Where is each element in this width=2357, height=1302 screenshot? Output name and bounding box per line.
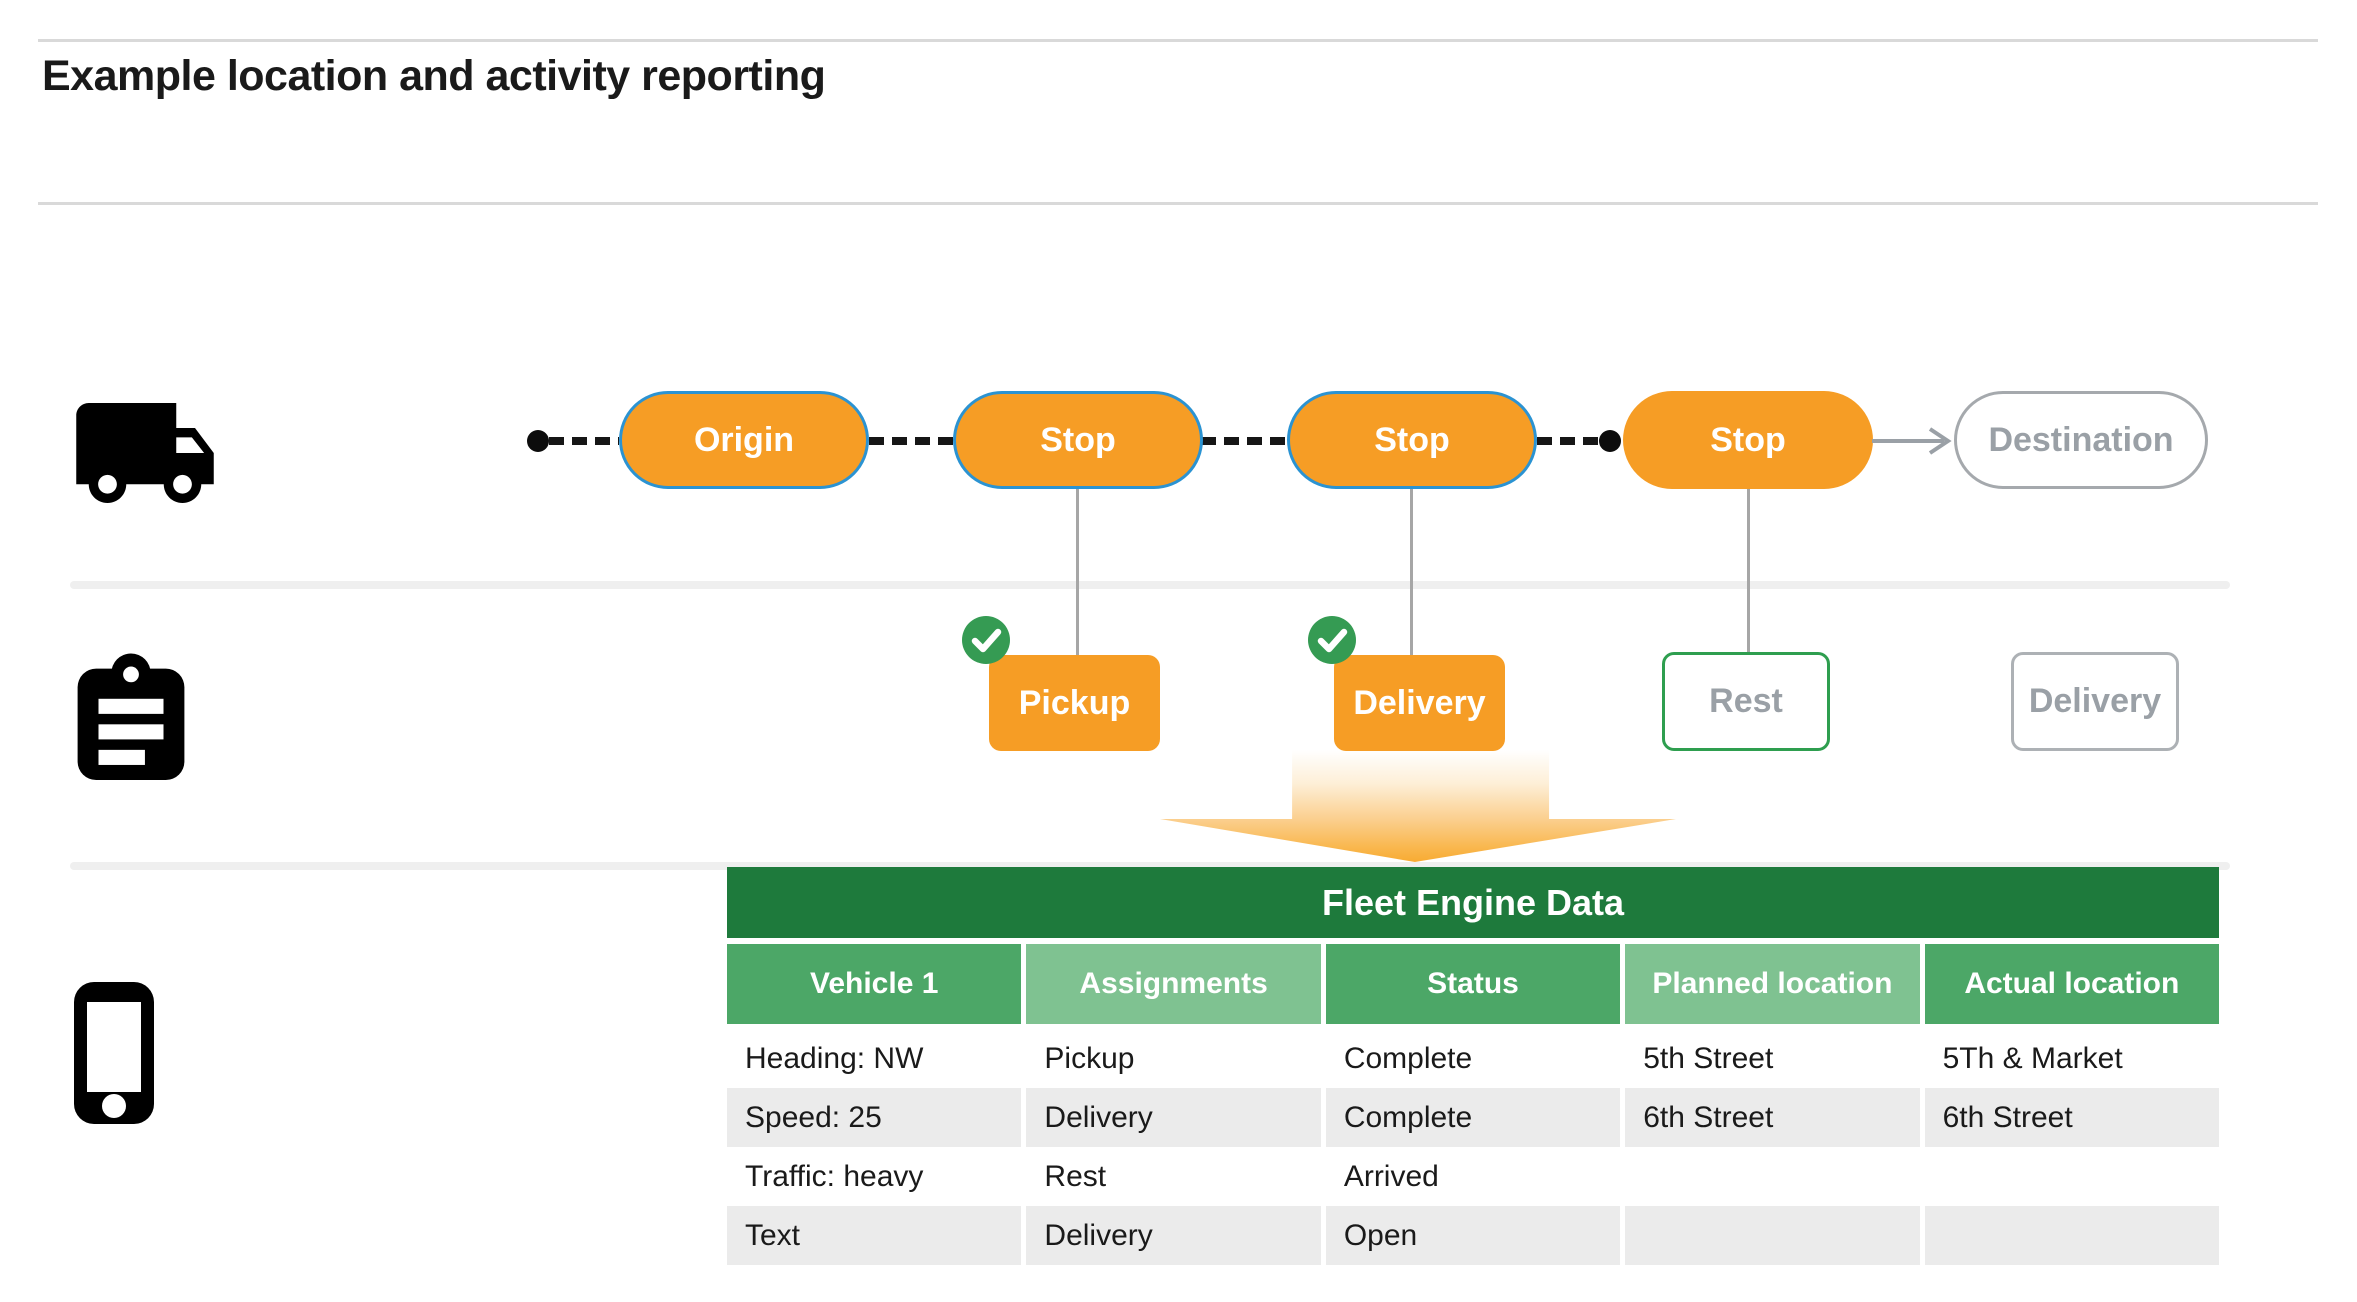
activity-box-delivery-upcoming: Delivery <box>2011 652 2179 751</box>
stop-activity-connector <box>1747 489 1750 655</box>
column-header-assignments: Assignments <box>1026 944 1321 1024</box>
table-cell: 5Th & Market <box>1942 1041 2123 1075</box>
page-title: Example location and activity reporting <box>42 52 826 100</box>
destination-pill: Destination <box>1954 391 2208 489</box>
table-row: Traffic: heavy Rest Arrived <box>727 1147 2219 1206</box>
stop-activity-connector <box>1410 489 1413 655</box>
table-cell: Heading: NW <box>745 1041 924 1075</box>
stop-pill-3: Stop <box>1623 391 1873 489</box>
stop-pill-label: Stop <box>1040 420 1116 459</box>
column-header-vehicle: Vehicle 1 <box>727 944 1022 1024</box>
table-cell: Open <box>1325 1206 1621 1265</box>
table-cell <box>1625 1147 1919 1206</box>
table-cell: Complete <box>1325 1088 1621 1147</box>
clipboard-icon <box>77 653 185 781</box>
column-header-planned-location: Planned location <box>1625 944 1920 1024</box>
top-divider <box>38 39 2318 42</box>
activity-box-pickup: Pickup <box>989 655 1160 751</box>
table-header-row: Vehicle 1 Assignments Status Planned loc… <box>727 944 2220 1024</box>
row-separator <box>70 581 2230 589</box>
table-cell: Pickup <box>1044 1041 1135 1075</box>
stop-pill-label: Origin <box>693 420 795 459</box>
table-cell: 6th Street <box>1924 1088 2220 1147</box>
table-cell: Text <box>727 1206 1022 1265</box>
table-cell: 6th Street <box>1625 1088 1920 1147</box>
route-dashed-segment <box>1537 437 1599 445</box>
fleet-engine-table: Fleet Engine Data Vehicle 1 Assignments … <box>727 867 2220 1265</box>
stop-activity-connector <box>1076 489 1079 655</box>
table-row: Speed: 25 Delivery Complete 6th Street 6… <box>727 1088 2220 1147</box>
table-row: Heading: NW Pickup Complete 5th Street 5… <box>727 1029 2219 1088</box>
check-circle-icon <box>1308 616 1356 664</box>
table-cell: Arrived <box>1343 1159 1439 1193</box>
table-cell <box>1625 1206 1920 1265</box>
table-cell: Delivery <box>1026 1088 1321 1147</box>
title-divider <box>38 202 2318 205</box>
table-row: Text Delivery Open <box>727 1206 2220 1265</box>
route-dashed-segment <box>1201 437 1287 445</box>
table-cell: Complete <box>1343 1041 1473 1075</box>
table-cell <box>1925 1147 2219 1206</box>
table-cell: Rest <box>1044 1159 1107 1193</box>
activity-label: Delivery <box>2028 682 2162 720</box>
smartphone-icon <box>74 982 154 1124</box>
stop-pill-label: Stop <box>1374 420 1450 459</box>
stop-pill-label: Stop <box>1710 420 1786 459</box>
route-dashed-segment <box>869 437 953 445</box>
table-title: Fleet Engine Data <box>727 867 2219 938</box>
table-cell: Delivery <box>1026 1206 1321 1265</box>
row-separator <box>70 862 2230 870</box>
activity-label: Rest <box>1709 682 1783 720</box>
table-cell: Speed: 25 <box>727 1088 1022 1147</box>
activity-box-delivery: Delivery <box>1334 655 1505 751</box>
activity-label: Delivery <box>1353 683 1486 722</box>
table-cell: 5th Street <box>1643 1041 1774 1075</box>
stop-pill-origin: Origin <box>619 391 869 489</box>
column-header-status: Status <box>1325 944 1621 1024</box>
stop-pill-1: Stop <box>953 391 1203 489</box>
activity-box-rest: Rest <box>1662 652 1830 751</box>
table-cell <box>1924 1206 2220 1265</box>
column-header-actual-location: Actual location <box>1924 944 2220 1024</box>
route-current-position-dot <box>1599 430 1621 452</box>
activity-label: Pickup <box>1018 683 1131 722</box>
table-cell: Traffic: heavy <box>745 1159 924 1193</box>
stop-pill-2: Stop <box>1287 391 1537 489</box>
route-start-dot <box>527 430 549 452</box>
check-circle-icon <box>962 616 1010 664</box>
route-dashed-segment <box>549 437 619 445</box>
data-flow-arrow <box>1160 750 1676 862</box>
arrow-to-destination-icon <box>1872 427 1952 455</box>
truck-icon <box>76 403 214 503</box>
destination-pill-label: Destination <box>1988 420 2174 459</box>
table-body: Heading: NW Pickup Complete 5th Street 5… <box>727 1029 2220 1265</box>
